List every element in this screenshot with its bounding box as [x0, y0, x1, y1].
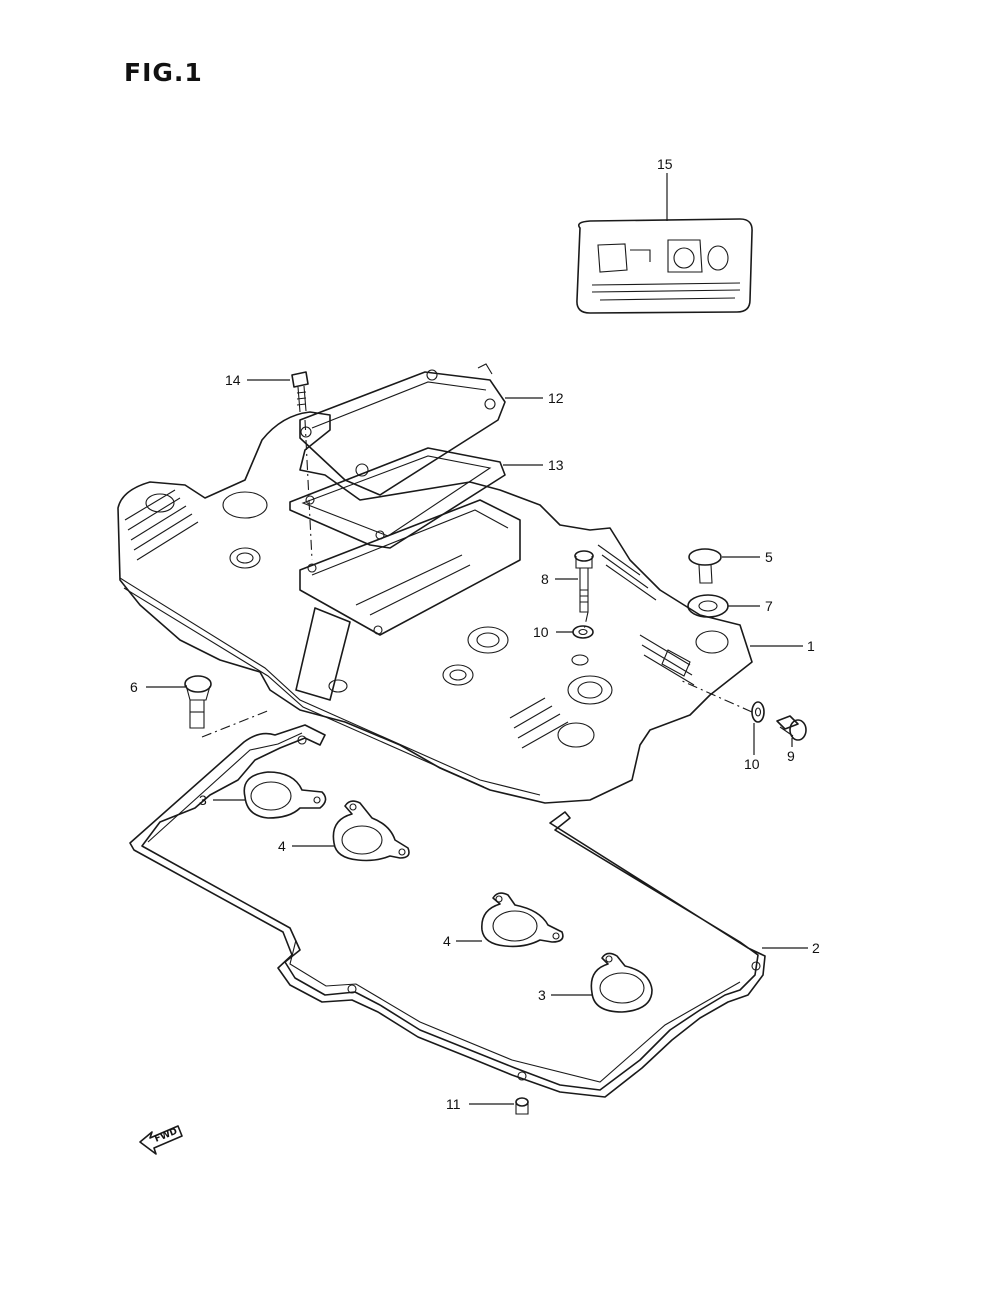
part-6-bolt	[184, 675, 212, 729]
figure-title: FIG.1	[124, 58, 203, 87]
callout-3-upper: 3	[199, 792, 207, 808]
part-10-washer-lower	[751, 701, 765, 723]
callout-9: 9	[787, 748, 795, 764]
part-14-screw	[291, 371, 309, 413]
gasket-set-package	[576, 218, 753, 314]
breather-cover	[299, 363, 506, 496]
callout-13: 13	[548, 457, 564, 473]
callout-3-lower: 3	[538, 987, 546, 1003]
part-10-washer-upper	[572, 625, 594, 639]
callout-1: 1	[807, 638, 815, 654]
breather-cover-gasket	[289, 447, 506, 549]
part-4-gasket-upper	[332, 800, 410, 862]
part-8-bolt	[574, 550, 594, 613]
head-cover-gasket	[129, 724, 766, 1098]
callout-14: 14	[225, 372, 241, 388]
part-3-gasket-upper	[243, 771, 327, 819]
callout-5: 5	[765, 549, 773, 565]
callout-4-upper: 4	[278, 838, 286, 854]
part-4-gasket-lower	[481, 892, 564, 948]
part-3-gasket-lower	[590, 952, 653, 1013]
callout-4-lower: 4	[443, 933, 451, 949]
part-11-pin	[515, 1097, 529, 1115]
callout-7: 7	[765, 598, 773, 614]
part-7-washer	[687, 594, 729, 618]
fwd-arrow-icon: FWD	[139, 1125, 183, 1155]
cylinder-head-cover	[117, 411, 753, 804]
callout-2: 2	[812, 940, 820, 956]
part-5-bolt	[688, 548, 722, 584]
callout-12: 12	[548, 390, 564, 406]
callout-15: 15	[657, 156, 673, 172]
callout-10-lower: 10	[744, 756, 760, 772]
callout-11: 11	[446, 1096, 461, 1112]
callout-8: 8	[541, 571, 549, 587]
callout-10-upper: 10	[533, 624, 549, 640]
part-9-bolt	[776, 715, 807, 741]
callout-6: 6	[130, 679, 138, 695]
